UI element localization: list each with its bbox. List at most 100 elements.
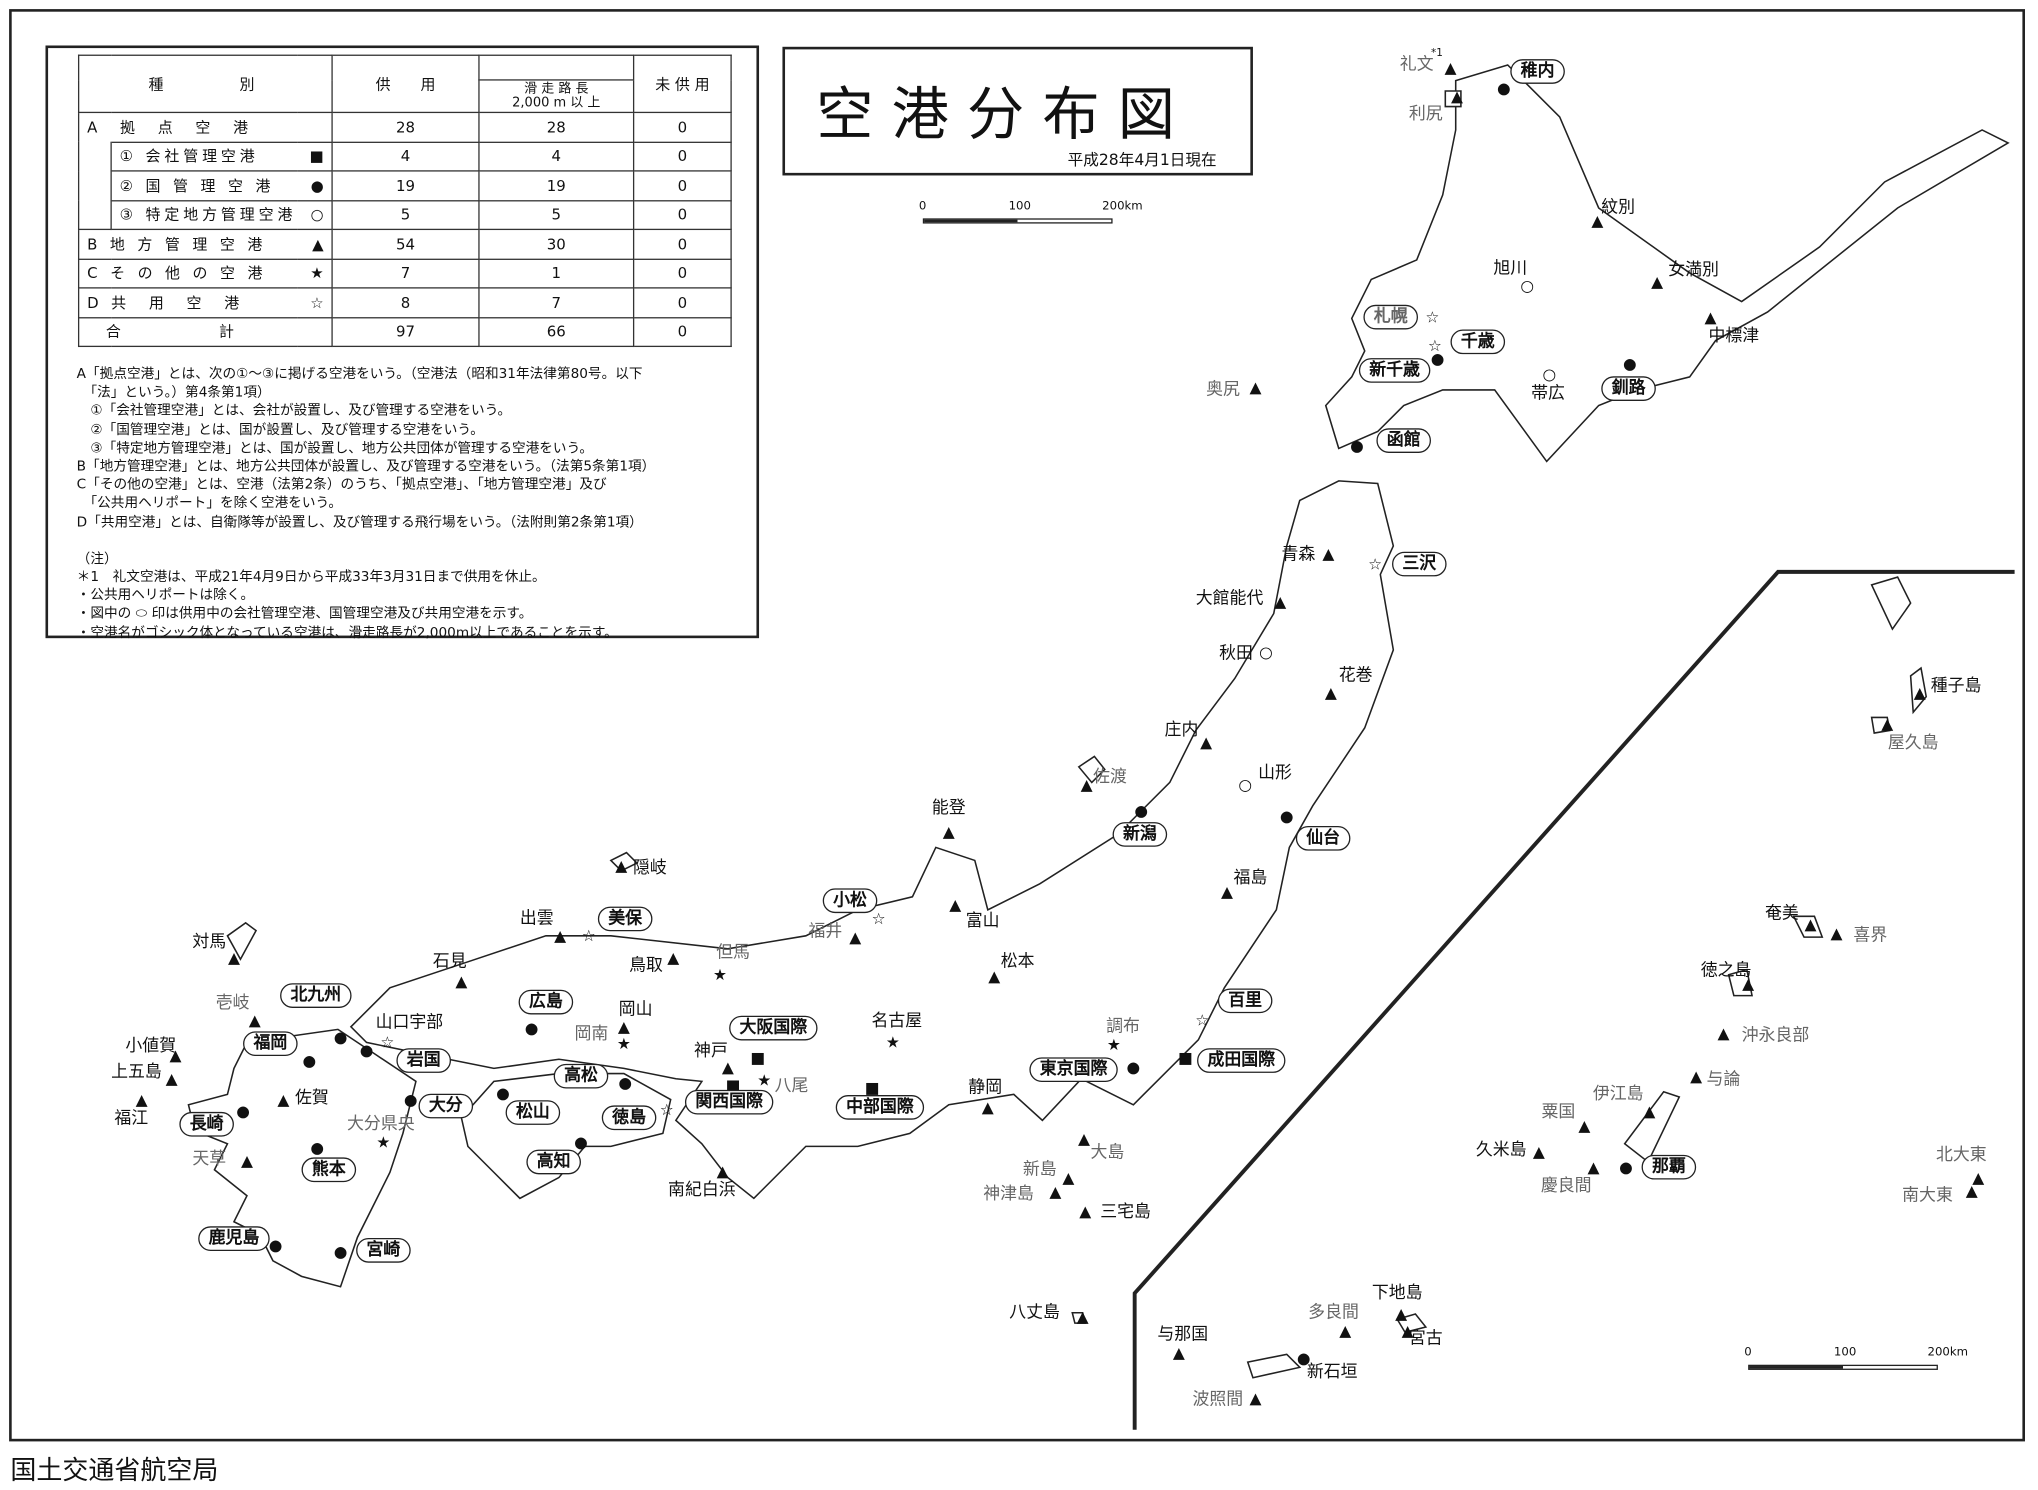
- airport-label[interactable]: 喜界: [1853, 926, 1888, 946]
- airport-label[interactable]: 波照間: [1192, 1390, 1244, 1410]
- airport-label[interactable]: 与論: [1706, 1070, 1741, 1090]
- airport-label[interactable]: 仙台: [1295, 825, 1351, 851]
- airport-label[interactable]: 大分: [418, 1093, 474, 1119]
- airport-label[interactable]: 久米島: [1475, 1140, 1527, 1161]
- airport-label[interactable]: 鳥取: [629, 955, 663, 976]
- airport-label[interactable]: 下地島: [1371, 1283, 1423, 1303]
- airport-label[interactable]: 山口宇部: [375, 1013, 444, 1033]
- airport-label[interactable]: 新石垣: [1306, 1362, 1358, 1383]
- airport-label[interactable]: 北大東: [1935, 1145, 1987, 1166]
- airport-label[interactable]: 岡山: [618, 1000, 653, 1020]
- airport-label[interactable]: 福井: [808, 922, 843, 942]
- airport-label[interactable]: 隠岐: [632, 858, 667, 878]
- airport-label[interactable]: 高松: [553, 1063, 609, 1089]
- airport-label[interactable]: 利尻: [1408, 104, 1443, 125]
- airport-label[interactable]: 新千歳: [1358, 358, 1431, 383]
- airport-label[interactable]: 出雲: [519, 909, 554, 929]
- airport-label[interactable]: 屋久島: [1887, 733, 1939, 754]
- airport-label[interactable]: 調布: [1106, 1017, 1140, 1037]
- airport-label[interactable]: 福江: [114, 1109, 149, 1129]
- airport-label[interactable]: 広島: [518, 989, 574, 1015]
- airport-label[interactable]: 但馬: [716, 942, 750, 963]
- airport-label[interactable]: 大館能代: [1195, 589, 1264, 609]
- airport-label[interactable]: 天草: [192, 1149, 227, 1170]
- airport-label[interactable]: 中部国際: [835, 1095, 925, 1120]
- airport-label[interactable]: 岡南: [574, 1024, 609, 1045]
- airport-label[interactable]: 旭川: [1493, 259, 1528, 279]
- airport-label[interactable]: 大阪国際: [729, 1015, 818, 1041]
- airport-label[interactable]: 神津島: [983, 1184, 1034, 1205]
- airport-label[interactable]: 奥尻: [1206, 380, 1240, 400]
- airport-label[interactable]: 小値賀: [125, 1036, 177, 1057]
- airport-label[interactable]: 紋別: [1601, 198, 1636, 218]
- airport-label[interactable]: 多良間: [1308, 1302, 1359, 1323]
- airport-label[interactable]: 三宅島: [1100, 1202, 1151, 1223]
- airport-label[interactable]: 新潟: [1112, 822, 1168, 847]
- airport-label[interactable]: 沖永良部: [1741, 1026, 1810, 1046]
- inset-divider: [1132, 569, 2015, 1430]
- open-star-marker-icon: ☆: [1368, 554, 1383, 574]
- airport-label[interactable]: 花巻: [1338, 666, 1373, 686]
- airport-label[interactable]: 徳之島: [1700, 961, 1752, 981]
- airport-label[interactable]: 粟国: [1541, 1102, 1576, 1123]
- airport-label[interactable]: 札幌: [1363, 304, 1419, 330]
- airport-label[interactable]: 百里: [1217, 988, 1273, 1014]
- airport-label[interactable]: 小松: [822, 888, 878, 914]
- triangle-marker-icon: ▲: [1451, 87, 1464, 106]
- airport-label[interactable]: 福島: [1233, 868, 1268, 889]
- airport-label[interactable]: 富山: [965, 911, 1000, 932]
- airport-label[interactable]: 松本: [1000, 952, 1035, 972]
- airport-label[interactable]: 能登: [931, 798, 966, 819]
- airport-label[interactable]: 名古屋: [871, 1011, 923, 1032]
- airport-label[interactable]: 成田国際: [1197, 1048, 1286, 1073]
- airport-label[interactable]: 熊本: [301, 1157, 357, 1183]
- airport-label[interactable]: 女満別: [1668, 260, 1719, 281]
- airport-label[interactable]: 函館: [1376, 428, 1432, 453]
- airport-label[interactable]: 庄内: [1164, 720, 1199, 741]
- airport-label[interactable]: 岩国: [396, 1048, 452, 1073]
- airport-label[interactable]: 大分県央: [347, 1114, 415, 1135]
- airport-label[interactable]: 青森: [1281, 545, 1316, 565]
- airport-label[interactable]: 高知: [526, 1149, 581, 1175]
- airport-label[interactable]: 石見: [432, 952, 467, 972]
- airport-label[interactable]: 関西国際: [684, 1089, 774, 1115]
- airport-label[interactable]: 伊江島: [1592, 1084, 1644, 1105]
- airport-label[interactable]: 礼文: [1399, 55, 1434, 75]
- airport-label[interactable]: 那覇: [1641, 1154, 1697, 1180]
- airport-label[interactable]: 南大東: [1902, 1186, 1953, 1206]
- airport-label[interactable]: 八丈島: [1009, 1302, 1060, 1323]
- airport-label[interactable]: 中標津: [1708, 326, 1760, 347]
- airport-label[interactable]: 福岡: [243, 1031, 298, 1057]
- airport-label[interactable]: 秋田: [1219, 644, 1253, 664]
- airport-label[interactable]: 鹿児島: [198, 1226, 270, 1251]
- airport-label[interactable]: 神戸: [694, 1041, 728, 1062]
- airport-label[interactable]: 稚内: [1510, 59, 1565, 84]
- airport-label[interactable]: 長崎: [179, 1111, 234, 1137]
- airport-label[interactable]: 種子島: [1930, 676, 1982, 697]
- airport-label[interactable]: 新島: [1022, 1160, 1057, 1180]
- airport-label[interactable]: 佐賀: [295, 1088, 329, 1109]
- airport-label[interactable]: 宮古: [1408, 1328, 1443, 1349]
- airport-label[interactable]: 帯広: [1531, 384, 1565, 404]
- airport-label[interactable]: 美保: [597, 906, 653, 932]
- airport-label[interactable]: 山形: [1258, 763, 1292, 784]
- airport-label[interactable]: 上五島: [111, 1062, 162, 1083]
- airport-label[interactable]: 三沢: [1392, 551, 1447, 577]
- airport-label[interactable]: 宮崎: [356, 1238, 411, 1263]
- airport-label[interactable]: 与那国: [1157, 1325, 1209, 1345]
- airport-label[interactable]: 壱岐: [215, 993, 250, 1014]
- airport-label[interactable]: 徳島: [601, 1105, 657, 1131]
- airport-label[interactable]: 静岡: [968, 1078, 1003, 1098]
- airport-label[interactable]: 大島: [1090, 1143, 1125, 1163]
- airport-label[interactable]: 佐渡: [1093, 767, 1127, 787]
- airport-label[interactable]: 釧路: [1601, 376, 1656, 401]
- airport-label[interactable]: 慶良間: [1540, 1176, 1592, 1197]
- airport-label[interactable]: 東京国際: [1029, 1057, 1118, 1083]
- airport-label[interactable]: 奄美: [1765, 903, 1799, 924]
- airport-label[interactable]: 北九州: [280, 983, 352, 1008]
- airport-label[interactable]: 千歳: [1450, 329, 1506, 355]
- airport-label[interactable]: 南紀白浜: [668, 1180, 736, 1201]
- airport-label[interactable]: 松山: [505, 1100, 561, 1125]
- airport-label[interactable]: 対馬: [192, 932, 227, 953]
- airport-label[interactable]: 八尾: [774, 1076, 809, 1097]
